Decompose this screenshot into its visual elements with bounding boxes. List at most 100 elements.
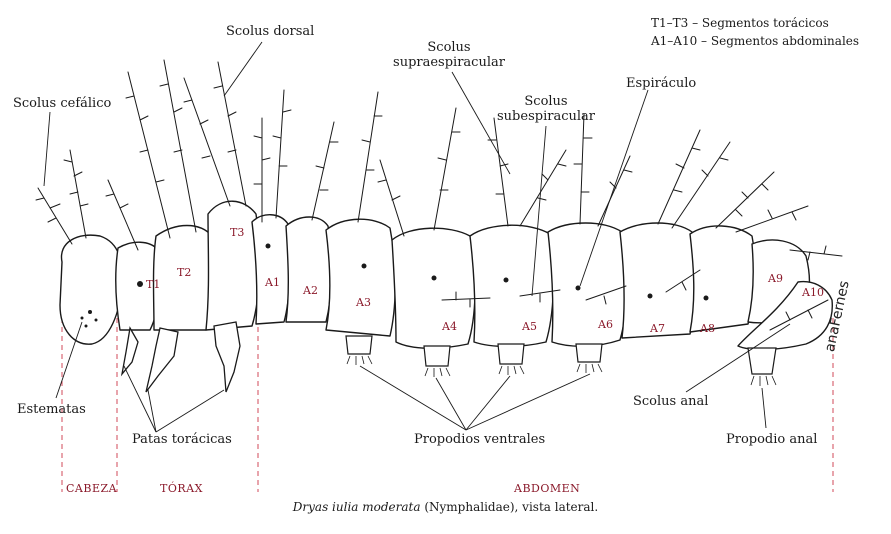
scolus-t3-b: [213, 61, 247, 207]
scolus-a4-supra: [377, 159, 405, 237]
scolus-a8-dorsal: [715, 171, 775, 229]
scolus-subspiracular-a5: [519, 289, 561, 303]
proleg-a3: [345, 335, 373, 355]
segment-label-a1: A1: [265, 276, 280, 289]
segment-label-a7: A7: [650, 322, 665, 335]
label-patas-toracicas: Patas torácicas: [132, 432, 232, 447]
label-scolus-anal: Scolus anal: [633, 394, 709, 409]
segment-a5-body: [469, 224, 555, 348]
spiracle-a1: [265, 243, 271, 249]
segment-a10-body: [737, 280, 833, 351]
scolus-supraspiracular-a5: [441, 291, 491, 308]
leader-estematas: [55, 321, 83, 399]
caption-rest: (Nymphalidae), vista lateral.: [420, 500, 599, 514]
segment-label-a9: A9: [768, 272, 783, 285]
scolus-a7-b: [671, 141, 731, 229]
label-scolus-supra-line1: Scolus: [427, 40, 471, 55]
scolus-a6-lateral: [585, 285, 627, 305]
segment-label-a10: A10: [802, 286, 824, 299]
scolus-t2-b: [159, 59, 197, 233]
head-capsule: [59, 234, 124, 345]
label-scolus-sub-line2: subespiracular: [497, 109, 595, 124]
segment-a8-body: [689, 225, 757, 333]
legend-abdominal: A1–A10 – Segmentos abdominales: [651, 34, 860, 48]
leader-propodio-anal: [761, 387, 767, 429]
segment-label-t1: T1: [146, 278, 161, 291]
scolus-a1: [272, 89, 292, 219]
scolus-t2-a: [125, 71, 171, 239]
scolus-cephalic-2: [63, 149, 89, 239]
region-label-torax: TÓRAX: [160, 482, 203, 495]
segment-a3-body: [325, 218, 396, 337]
scolus-cephalic-1: [35, 187, 73, 245]
spiracle-a5: [503, 277, 509, 283]
leader-scolus-cefalico: [43, 111, 51, 187]
proleg-a5: [497, 343, 525, 365]
segment-a4-body: [391, 227, 476, 349]
leader-patas-1: [123, 365, 157, 433]
segment-label-a6: A6: [598, 318, 613, 331]
leader-scolus-anal: [685, 323, 791, 393]
spiracle-a7: [647, 293, 653, 299]
spiracle-a6: [575, 285, 581, 291]
label-scolus-supraespiracular: Scolus supraespiracular: [382, 40, 516, 70]
label-propodio-anal: Propodio anal: [726, 432, 818, 447]
scolus-a3: [357, 91, 383, 223]
segment-label-t3: T3: [230, 226, 245, 239]
label-scolus-sub-line1: Scolus: [524, 94, 568, 109]
segment-t3-body: [205, 200, 261, 331]
label-scolus-subespiracular: Scolus subespiracular: [486, 94, 606, 124]
scolus-a6-b: [597, 155, 633, 227]
scolus-a8-b: [735, 205, 809, 233]
caption-species: Dryas iulia moderata: [292, 500, 421, 514]
segment-a2-body: [285, 216, 333, 323]
scolus-a4-dorsal: [433, 107, 461, 231]
label-scolus-dorsal: Scolus dorsal: [226, 24, 315, 39]
scolus-a6-dorsal: [573, 113, 593, 225]
spiracle-a4: [431, 275, 437, 281]
thoracic-leg-3: [213, 321, 241, 393]
label-scolus-supra-line2: supraespiracular: [393, 55, 505, 70]
leader-propodios-2: [435, 377, 467, 431]
scolus-a5-dorsal: [487, 117, 509, 227]
segment-label-a2: A2: [303, 284, 318, 297]
label-propodios-ventrales: Propodios ventrales: [414, 432, 546, 447]
scolus-a9: [789, 245, 843, 261]
scolus-a5-b: [519, 149, 567, 227]
thoracic-leg-2: [145, 327, 179, 393]
stemmata: [88, 310, 92, 314]
leader-scolus-sub: [531, 125, 547, 297]
segment-label-a5: A5: [522, 320, 537, 333]
spiracle-a8: [703, 295, 709, 301]
scolus-a7-lateral: [665, 269, 701, 293]
spiracle-t1: [137, 281, 143, 287]
segment-label-t2: T2: [177, 266, 192, 279]
leader-propodios-4: [465, 373, 591, 431]
segment-label-a3: A3: [356, 296, 371, 309]
proleg-a4: [423, 345, 451, 367]
scolus-a2: [311, 121, 339, 221]
segment-a1-body: [251, 214, 291, 325]
leader-espiraculo: [579, 89, 649, 287]
scolus-t3-c: [253, 117, 271, 223]
leader-patas-3: [155, 389, 225, 433]
legend-thoracic: T1–T3 – Segmentos torácicos: [651, 16, 829, 30]
label-espiraculo: Espiráculo: [626, 76, 697, 91]
scolus-anal: [769, 299, 829, 331]
segment-a7-body: [619, 222, 698, 339]
region-label-abdomen: ABDOMEN: [514, 482, 581, 495]
scolus-a7-dorsal: [657, 129, 701, 225]
spiracle-a3: [361, 263, 367, 269]
scolus-t3-a: [183, 77, 231, 207]
segment-label-a8: A8: [700, 322, 715, 335]
segment-label-a4: A4: [442, 320, 457, 333]
leader-propodios-3: [465, 375, 511, 431]
region-label-cabeza: CABEZA: [66, 482, 118, 495]
leader-scolus-supra: [451, 71, 511, 175]
leader-patas-2: [147, 389, 157, 433]
label-scolus-cefalico: Scolus cefálico: [13, 96, 112, 111]
leader-scolus-dorsal: [223, 41, 263, 97]
figure-caption: Dryas iulia moderata (Nymphalidae), vist…: [0, 500, 891, 514]
